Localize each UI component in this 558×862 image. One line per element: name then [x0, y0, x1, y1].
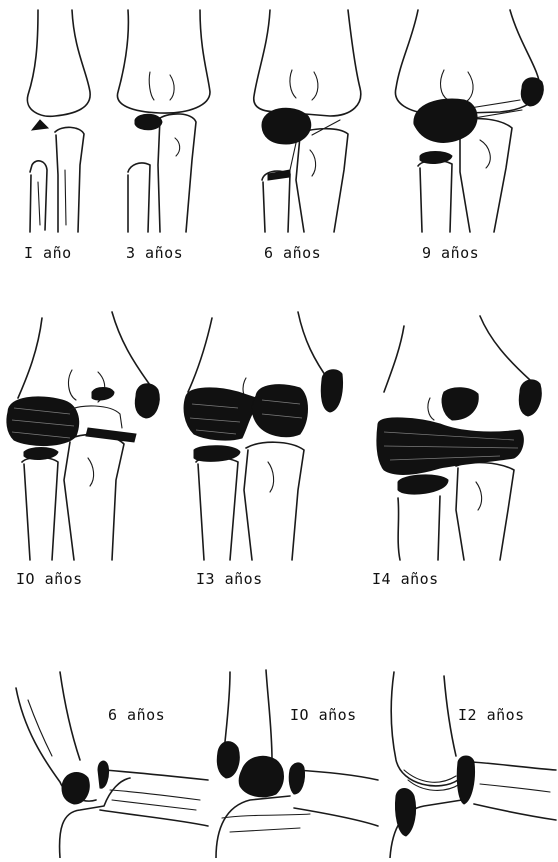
label-3-years: 3 años — [126, 244, 183, 262]
label-9-years: 9 años — [422, 244, 479, 262]
lateral-drawing-6-years — [16, 672, 208, 858]
label-lateral-12-years: I2 años — [458, 706, 525, 724]
elbow-drawing-13-years — [184, 312, 342, 560]
label-lateral-10-years: IO años — [290, 706, 357, 724]
elbow-drawing-6-years — [254, 10, 361, 232]
label-14-years: I4 años — [372, 570, 439, 588]
elbow-drawing-3-years — [117, 10, 210, 232]
label-6-years: 6 años — [264, 244, 321, 262]
lateral-drawing-10-years — [216, 670, 378, 858]
elbow-drawing-1-year — [27, 10, 90, 232]
elbow-drawing-10-years — [7, 312, 159, 560]
elbow-drawing-14-years — [377, 316, 541, 560]
label-1-year: I año — [24, 244, 72, 262]
label-13-years: I3 años — [196, 570, 263, 588]
label-10-years: IO años — [16, 570, 83, 588]
label-lateral-6-years: 6 años — [108, 706, 165, 724]
elbow-drawing-9-years — [395, 10, 543, 232]
lateral-drawing-12-years — [390, 672, 556, 858]
